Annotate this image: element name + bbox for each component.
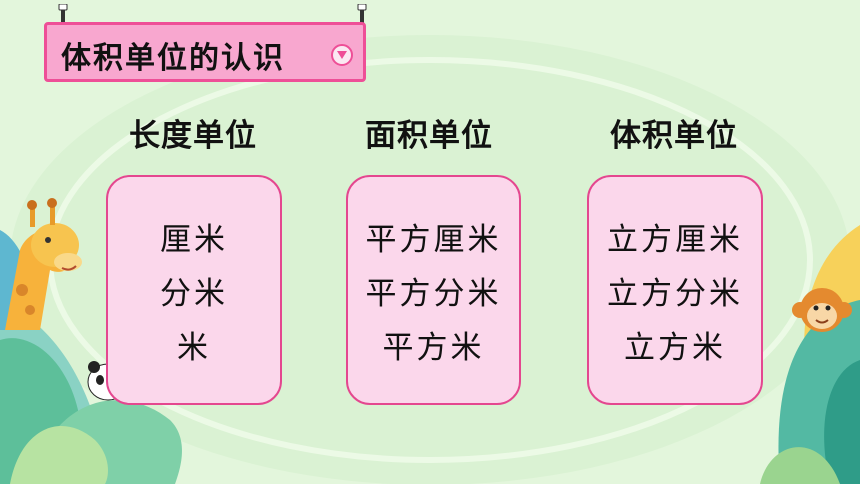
page-title: 体积单位的认识 (61, 41, 285, 76)
monkey-icon (792, 288, 852, 332)
title-banner: 体积单位的认识 (44, 22, 366, 82)
unit-item: 平方分米 (365, 276, 502, 312)
card-length-units: 厘米 分米 米 (106, 175, 282, 405)
heading-volume-units: 体积单位 (610, 118, 738, 154)
unit-item: 平方厘米 (365, 222, 502, 258)
heading-area-units: 面积单位 (365, 118, 493, 154)
heading-length-units: 长度单位 (129, 118, 257, 154)
left-foliage (0, 230, 182, 484)
unit-item: 立方米 (624, 330, 726, 366)
right-foliage (760, 225, 860, 484)
unit-item: 米 (177, 330, 211, 366)
unit-item: 平方米 (382, 330, 485, 366)
unit-item: 立方厘米 (607, 222, 743, 258)
unit-item: 分米 (160, 276, 228, 312)
giraffe-icon (5, 198, 82, 330)
unit-item: 厘米 (160, 222, 228, 258)
unit-item: 立方分米 (607, 276, 743, 312)
card-volume-units: 立方厘米 立方分米 立方米 (587, 175, 763, 405)
card-area-units: 平方厘米 平方分米 平方米 (346, 175, 521, 405)
caret-down-icon[interactable] (331, 44, 353, 66)
